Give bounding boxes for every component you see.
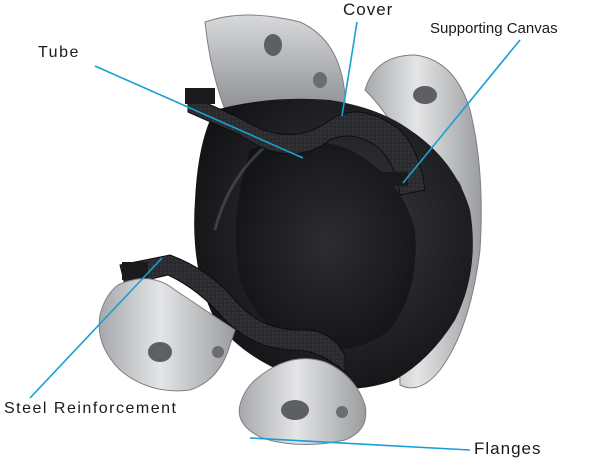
bolt-hole [313, 72, 327, 88]
bolt-hole [336, 406, 348, 418]
flange-front-left [98, 278, 236, 392]
cut-section-bottom [119, 254, 346, 374]
label-cover: Cover [343, 0, 394, 19]
bolt-hole [264, 34, 282, 56]
bolt-hole [212, 346, 224, 358]
leader-line-steel [29, 257, 163, 399]
cut-section-top [185, 88, 426, 196]
flange-back-left [204, 14, 346, 111]
leader-lines [29, 21, 521, 451]
bolt-hole [413, 86, 437, 104]
leader-line-tube [94, 65, 304, 159]
leader-line-flanges [249, 437, 471, 451]
bolt-hole [281, 400, 309, 420]
leader-line-cover [341, 21, 358, 117]
label-supporting-canvas: Supporting Canvas [430, 20, 558, 37]
label-steel-reinforcement: Steel Reinforcement [4, 400, 178, 417]
bolt-hole [148, 342, 172, 362]
label-tube: Tube [38, 44, 80, 61]
label-flanges: Flanges [474, 439, 542, 458]
leader-line-canvas [402, 39, 521, 184]
flange-front-bottom [238, 358, 367, 445]
